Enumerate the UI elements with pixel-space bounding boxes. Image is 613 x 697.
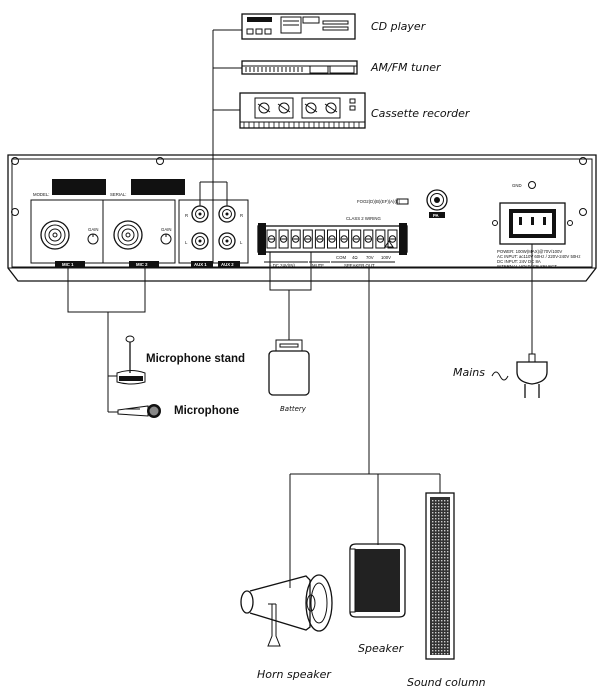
svg-text:GAIN: GAIN bbox=[88, 227, 99, 232]
mic2-xlr-jack bbox=[113, 220, 143, 250]
speaker-label: Speaker bbox=[358, 642, 405, 655]
aux1-rca-jacks: R L bbox=[185, 205, 209, 250]
mic-wires bbox=[67, 268, 146, 413]
mic1-xlr-jack bbox=[40, 220, 70, 250]
cassette-unit bbox=[239, 92, 366, 129]
svg-text:R: R bbox=[185, 213, 188, 218]
battery-wire bbox=[269, 252, 312, 340]
svg-text:SPEAKER OUT: SPEAKER OUT bbox=[344, 263, 375, 268]
microphone-icon bbox=[117, 404, 161, 418]
svg-text:CLASS 2 WIRING: CLASS 2 WIRING bbox=[346, 216, 382, 221]
svg-text:AUX 2: AUX 2 bbox=[221, 262, 234, 267]
mic1-gain-knob: GAIN bbox=[87, 227, 99, 245]
svg-text:COM: COM bbox=[336, 255, 346, 260]
svg-text:4Ω: 4Ω bbox=[352, 255, 358, 260]
svg-text:AUX 1: AUX 1 bbox=[194, 262, 207, 267]
svg-text:PA: PA bbox=[433, 213, 439, 218]
pa-connector bbox=[426, 189, 448, 211]
amplifier-rear-panel: MODEL: SERIAL: GAIN GAIN bbox=[7, 154, 597, 282]
cassette-label: Cassette recorder bbox=[371, 107, 471, 120]
svg-text:70V: 70V bbox=[366, 255, 374, 260]
svg-text:R: R bbox=[240, 213, 243, 218]
tuner-unit bbox=[241, 60, 358, 75]
battery-label: Battery bbox=[280, 405, 307, 413]
svg-text:GAIN: GAIN bbox=[161, 227, 172, 232]
aux2-rca-jacks: R L bbox=[218, 205, 243, 250]
horn-speaker-icon bbox=[240, 574, 333, 647]
speaker-terminal-strip bbox=[266, 229, 398, 249]
cd-player-label: CD player bbox=[371, 20, 427, 33]
svg-text:+ DC 24V(IN): + DC 24V(IN) bbox=[269, 263, 295, 268]
mains-plug-icon bbox=[491, 353, 548, 398]
mic2-gain-knob: GAIN bbox=[160, 227, 172, 245]
svg-text:DC INPUT: 24V DC 8A: DC INPUT: 24V DC 8A bbox=[497, 259, 541, 264]
cd-player-unit bbox=[241, 13, 356, 40]
svg-text:L: L bbox=[240, 240, 243, 245]
svg-text:100V: 100V bbox=[381, 255, 391, 260]
tuner-label: AM/FM tuner bbox=[370, 61, 442, 74]
svg-text:MIC 2: MIC 2 bbox=[136, 262, 148, 267]
svg-text:MUTE: MUTE bbox=[312, 263, 324, 268]
microphone-stand-icon bbox=[116, 335, 146, 385]
source-bus-wire bbox=[212, 29, 242, 182]
microphone-stand-label: Microphone stand bbox=[146, 353, 245, 365]
svg-text:L: L bbox=[185, 240, 188, 245]
svg-text:AC INPUT: ac110V 60Hz / 220V-2: AC INPUT: ac110V 60Hz / 220V-240V 50Hz bbox=[497, 254, 581, 259]
speaker-output-wires bbox=[289, 268, 441, 588]
svg-text:INTERNAL VOLTAGE SELECT: INTERNAL VOLTAGE SELECT bbox=[497, 264, 557, 269]
svg-text:SERIAL:: SERIAL: bbox=[110, 192, 126, 197]
sound-column-icon bbox=[425, 492, 455, 660]
speaker-box-icon bbox=[349, 543, 406, 618]
sound-column-label: Sound column bbox=[407, 676, 486, 689]
microphone-label: Microphone bbox=[174, 405, 239, 417]
svg-text:GND: GND bbox=[512, 183, 522, 188]
svg-text:MIC 1: MIC 1 bbox=[62, 262, 74, 267]
horn-speaker-label: Horn speaker bbox=[257, 668, 332, 681]
svg-text:MODEL:: MODEL: bbox=[33, 192, 49, 197]
svg-text:FOO2(D)(B)(EF)(A)(E): FOO2(D)(B)(EF)(A)(E) bbox=[357, 199, 401, 204]
svg-text:POWER: 100W(MAX)@70V/100V: POWER: 100W(MAX)@70V/100V bbox=[497, 249, 562, 254]
mains-label: Mains bbox=[453, 366, 485, 379]
battery-icon bbox=[268, 339, 310, 396]
